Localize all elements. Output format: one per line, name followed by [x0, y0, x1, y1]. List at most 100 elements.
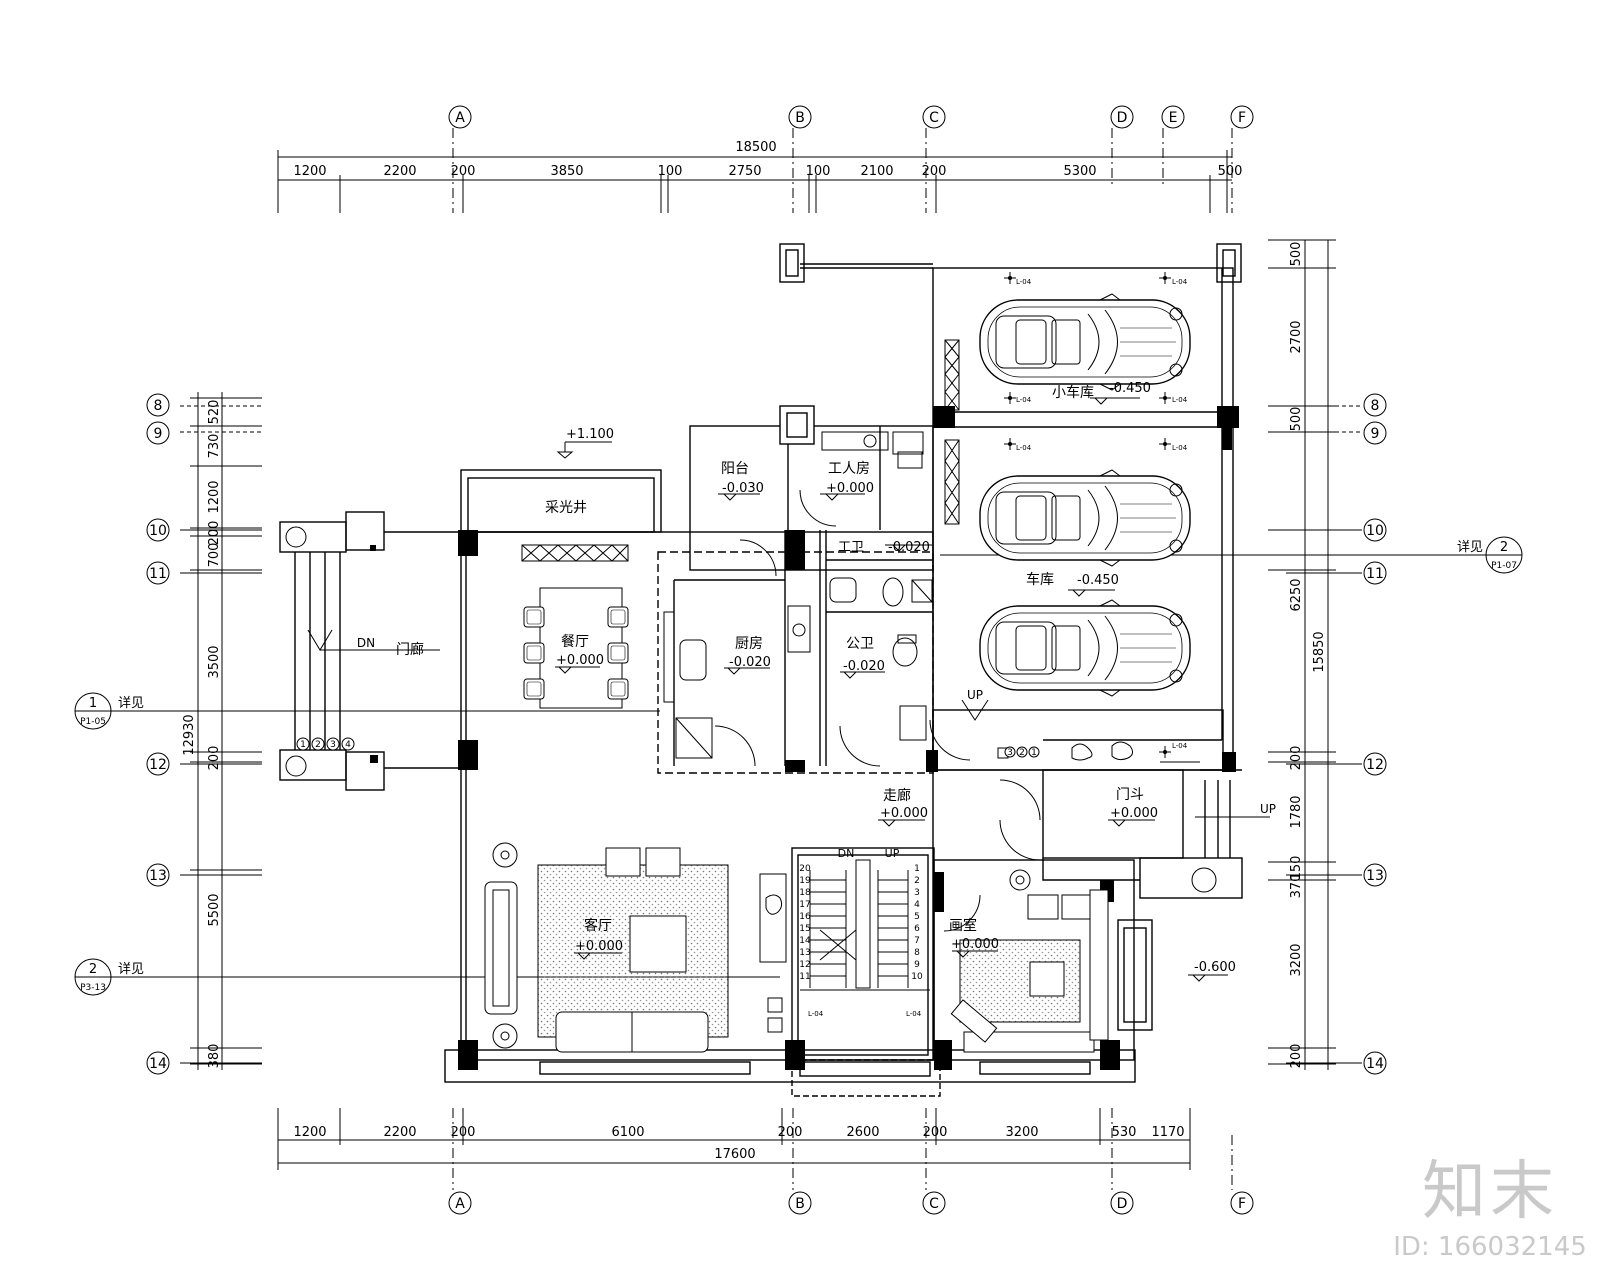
svg-text:9: 9 — [154, 426, 163, 442]
axis-bubble-right-12: 12 — [1363, 752, 1387, 776]
svg-text:B: B — [795, 1196, 805, 1212]
detail-callout-texts: 1 P1-05 详见 2 P3-13 详见 2 P1-07 详见 — [80, 540, 1517, 993]
dim-bottom-seg: 2600 — [846, 1125, 879, 1140]
garage-steps: 3 2 1 — [1004, 746, 1040, 758]
svg-text:19: 19 — [799, 876, 811, 886]
dim-right-texts: 500 2700 500 6250 200 1780 370 150 3200 … — [1289, 242, 1327, 1069]
dim-top-seg: 1200 — [293, 164, 326, 179]
car-garage-2 — [979, 599, 1191, 697]
dim-left-total: 12930 — [182, 714, 197, 755]
dim-right-seg: 200 — [1289, 1044, 1304, 1069]
svg-text:10: 10 — [911, 972, 923, 982]
svg-text:8: 8 — [1371, 398, 1380, 414]
living-label: 客厅 — [584, 917, 612, 934]
svg-text:2: 2 — [315, 740, 321, 750]
axis-bubble-right-11: 11 — [1363, 561, 1387, 585]
dim-top-seg: 100 — [658, 164, 683, 179]
svg-text:12: 12 — [799, 960, 810, 970]
axis-bubble-left-10: 10 — [146, 518, 170, 542]
svg-text:13: 13 — [799, 948, 810, 958]
dim-right-seg: 3200 — [1289, 943, 1304, 976]
dim-bottom-seg: 1170 — [1151, 1125, 1184, 1140]
corridor-level: +0.000 — [880, 806, 928, 821]
dim-bottom-seg: 200 — [923, 1125, 948, 1140]
axis-bubble-left-11: 11 — [146, 561, 170, 585]
garage-columns — [944, 339, 960, 525]
watermark-id: ID: 166032145 — [1393, 1232, 1587, 1262]
axis-bubble-top-b: B — [788, 105, 812, 129]
corridor-label: 走廊 — [883, 787, 911, 804]
svg-text:10: 10 — [1366, 523, 1384, 539]
stair-dn-label: DN — [838, 847, 855, 860]
staircase — [800, 859, 930, 991]
dim-bottom-seg: 3200 — [1005, 1125, 1038, 1140]
svg-text:11: 11 — [1366, 566, 1384, 582]
dim-right-seg: 2700 — [1289, 320, 1304, 353]
level-markers — [555, 397, 1228, 982]
svg-text:A: A — [455, 1196, 465, 1212]
dim-bottom-seg: 2200 — [383, 1125, 416, 1140]
maid-room-level: +0.000 — [826, 481, 874, 496]
svg-text:B: B — [795, 110, 805, 126]
dim-top-seg: 100 — [806, 164, 831, 179]
dim-right-seg: 500 — [1289, 407, 1304, 432]
axis-bubble-bottom-d: D — [1110, 1191, 1134, 1215]
dim-right-seg: 500 — [1289, 242, 1304, 267]
structural-columns — [370, 406, 1239, 1070]
dim-bottom-seg: 6100 — [611, 1125, 644, 1140]
svg-text:17: 17 — [799, 900, 810, 910]
svg-text:7: 7 — [914, 936, 920, 946]
detail-3-number: 2 — [1500, 540, 1508, 555]
light-well-label: 采光井 — [545, 500, 587, 516]
vestibule-level: +0.000 — [1110, 806, 1158, 821]
maid-fixtures — [663, 431, 971, 767]
dim-right-total: 15850 — [1312, 631, 1327, 672]
axis-bubble-left-8: 8 — [146, 393, 170, 417]
dim-bottom-seg: 200 — [451, 1125, 476, 1140]
axis-bubble-top-a: A — [448, 105, 472, 129]
svg-text:11: 11 — [149, 566, 167, 582]
svg-text:6: 6 — [914, 924, 920, 934]
axis-bubble-top-c: C — [922, 105, 946, 129]
maid-wc-label: 工卫 — [838, 540, 864, 555]
svg-text:E: E — [1169, 110, 1178, 126]
svg-text:13: 13 — [1366, 868, 1384, 884]
porch-steps: 1 2 3 4 — [296, 737, 355, 751]
dining-label: 餐厅 — [561, 634, 589, 650]
studio-level: +0.000 — [951, 937, 999, 952]
svg-text:F: F — [1238, 1196, 1246, 1212]
svg-text:L-04: L-04 — [1016, 444, 1032, 452]
watermark: 知末 ID: 166032145 — [1390, 1160, 1590, 1262]
garage-level: -0.450 — [1077, 573, 1119, 588]
svg-text:4: 4 — [914, 900, 920, 910]
svg-text:L-04: L-04 — [1172, 278, 1188, 286]
axis-bubble-top-d: D — [1110, 105, 1134, 129]
stair-up-label: UP — [885, 847, 900, 860]
dim-bottom-seg: 200 — [778, 1125, 803, 1140]
dim-top-seg: 5300 — [1063, 164, 1096, 179]
dim-right-seg: 150 — [1289, 856, 1304, 881]
dim-left-seg: 5500 — [207, 893, 222, 926]
axis-bubble-bottom-c: C — [922, 1191, 946, 1215]
dim-left-seg: 1200 — [207, 480, 222, 513]
dim-top-seg: 2100 — [860, 164, 893, 179]
dim-left-seg: 380 — [207, 1044, 222, 1069]
dim-top-seg: 500 — [1218, 164, 1243, 179]
svg-text:9: 9 — [914, 960, 920, 970]
svg-text:12: 12 — [149, 757, 167, 773]
room-labels: +1.100 采光井 阳台 -0.030 工人房 +0.000 工卫 -0.02… — [357, 381, 1276, 975]
studio-label: 画室 — [949, 917, 977, 934]
dim-left-seg: 730 — [207, 434, 222, 459]
detail-2-ref: P3-13 — [80, 983, 106, 993]
svg-text:C: C — [929, 110, 939, 126]
svg-text:20: 20 — [799, 864, 811, 874]
axis-bubble-right-8: 8 — [1363, 393, 1387, 417]
porch-label: 门廊 — [396, 641, 424, 658]
balcony-level: -0.030 — [722, 481, 764, 496]
dim-left-seg: 200 — [207, 521, 222, 546]
car-garage-1 — [979, 469, 1191, 567]
detail-1-ref: P1-05 — [80, 717, 106, 727]
axis-bubble-top-f: F — [1230, 105, 1254, 129]
svg-text:L-04: L-04 — [1016, 278, 1032, 286]
svg-text:C: C — [929, 1196, 939, 1212]
